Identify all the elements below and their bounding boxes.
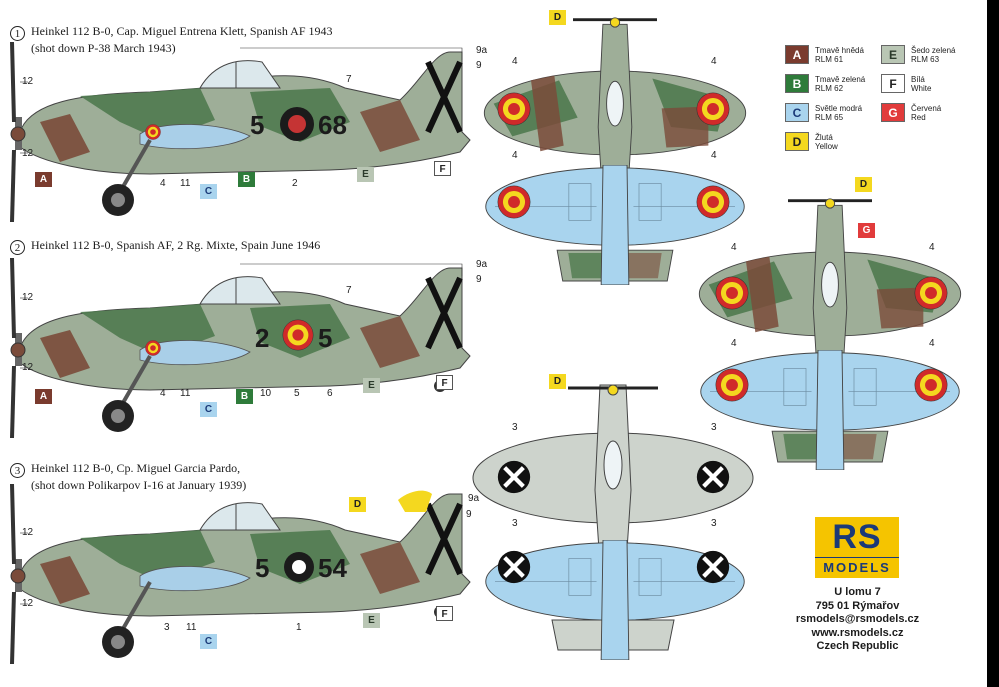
callout: 4 bbox=[731, 338, 737, 349]
tail-yellow-3 bbox=[398, 490, 432, 512]
code-left-3: 5 bbox=[255, 553, 270, 583]
badge-C: C bbox=[200, 634, 217, 649]
legend-swatch: D bbox=[785, 132, 809, 151]
badge-E: E bbox=[363, 613, 380, 628]
badge-F: F bbox=[436, 375, 453, 390]
callout: 11 bbox=[186, 622, 197, 633]
callout: 5 bbox=[294, 388, 300, 399]
badge-C: C bbox=[200, 402, 217, 417]
badge-F: F bbox=[434, 161, 451, 176]
badge-B: B bbox=[238, 172, 255, 187]
callout: 4 bbox=[929, 338, 935, 349]
bottom-view-2 bbox=[700, 350, 960, 470]
callout: 4 bbox=[512, 56, 518, 67]
callout: 4 bbox=[512, 150, 518, 161]
badge-E: E bbox=[363, 378, 380, 393]
callout: 4 bbox=[160, 178, 166, 189]
legend-swatch: E bbox=[881, 45, 905, 64]
callout: 3 bbox=[711, 422, 717, 433]
callout: 9 bbox=[476, 274, 482, 285]
badge-A: A bbox=[35, 389, 52, 404]
legend-swatch: A bbox=[785, 45, 809, 64]
wing-roundel-side-2 bbox=[144, 340, 162, 356]
callout: 7 bbox=[346, 285, 352, 296]
callout: 2 bbox=[292, 178, 298, 189]
callout: 9a bbox=[476, 45, 488, 56]
code-right-3: 54 bbox=[318, 553, 347, 583]
callout: 3 bbox=[164, 622, 170, 633]
callout: 12 bbox=[22, 598, 34, 609]
legend-swatch: B bbox=[785, 74, 809, 93]
company-address: U lomu 7 795 01 Rýmařov rsmodels@rsmodel… bbox=[795, 586, 920, 652]
badge-G: G bbox=[858, 223, 875, 238]
callout: 12 bbox=[22, 76, 34, 87]
badge-D: D bbox=[855, 177, 872, 192]
badge-D: D bbox=[549, 374, 566, 389]
callout: 9a bbox=[468, 493, 480, 504]
callout: 9 bbox=[476, 60, 482, 71]
callout: 12 bbox=[22, 527, 34, 538]
callout: 4 bbox=[711, 150, 717, 161]
callout: 4 bbox=[929, 242, 935, 253]
fuselage-roundel-2 bbox=[282, 319, 314, 351]
badge-E: E bbox=[357, 167, 374, 182]
callout: 7 bbox=[346, 74, 352, 85]
badge-B: B bbox=[236, 389, 253, 404]
callout: 11 bbox=[180, 178, 191, 189]
code-right-1: 68 bbox=[318, 110, 347, 140]
code-right-2: 5 bbox=[318, 323, 333, 353]
callout: 4 bbox=[731, 242, 737, 253]
badge-A: A bbox=[35, 172, 52, 187]
bottom-view-1 bbox=[485, 165, 745, 285]
callout: 12 bbox=[22, 148, 34, 159]
side-view-3 bbox=[8, 482, 472, 666]
tail-cross-2 bbox=[425, 276, 463, 350]
callout: 3 bbox=[711, 518, 717, 529]
callout: 3 bbox=[512, 422, 518, 433]
badge-D: D bbox=[349, 497, 366, 512]
tail-cross-3 bbox=[425, 502, 463, 576]
callout: 10 bbox=[260, 388, 272, 399]
wing-roundel-side-1 bbox=[144, 124, 162, 140]
callout: 11 bbox=[180, 388, 191, 399]
callout: 9a bbox=[476, 259, 488, 270]
callout: 3 bbox=[512, 518, 518, 529]
callout: 4 bbox=[711, 56, 717, 67]
callout: 1 bbox=[296, 622, 302, 633]
side-view-2 bbox=[8, 256, 472, 440]
badge-C: C bbox=[200, 184, 217, 199]
callout: 12 bbox=[22, 362, 34, 373]
code-left-1: 5 bbox=[250, 110, 265, 140]
rs-models-logo: RS MODELS bbox=[815, 517, 899, 578]
badge-F: F bbox=[436, 606, 453, 621]
legend-swatch: F bbox=[881, 74, 905, 93]
side-view-1 bbox=[8, 40, 472, 224]
callout: 4 bbox=[160, 388, 166, 399]
callout: 9 bbox=[466, 509, 472, 520]
badge-D: D bbox=[549, 10, 566, 25]
legend-swatch: C bbox=[785, 103, 809, 122]
tail-cross-1 bbox=[425, 60, 463, 134]
callout: 12 bbox=[22, 292, 34, 303]
callout: 6 bbox=[327, 388, 333, 399]
code-left-2: 2 bbox=[255, 323, 270, 353]
legend-swatch: G bbox=[881, 103, 905, 122]
